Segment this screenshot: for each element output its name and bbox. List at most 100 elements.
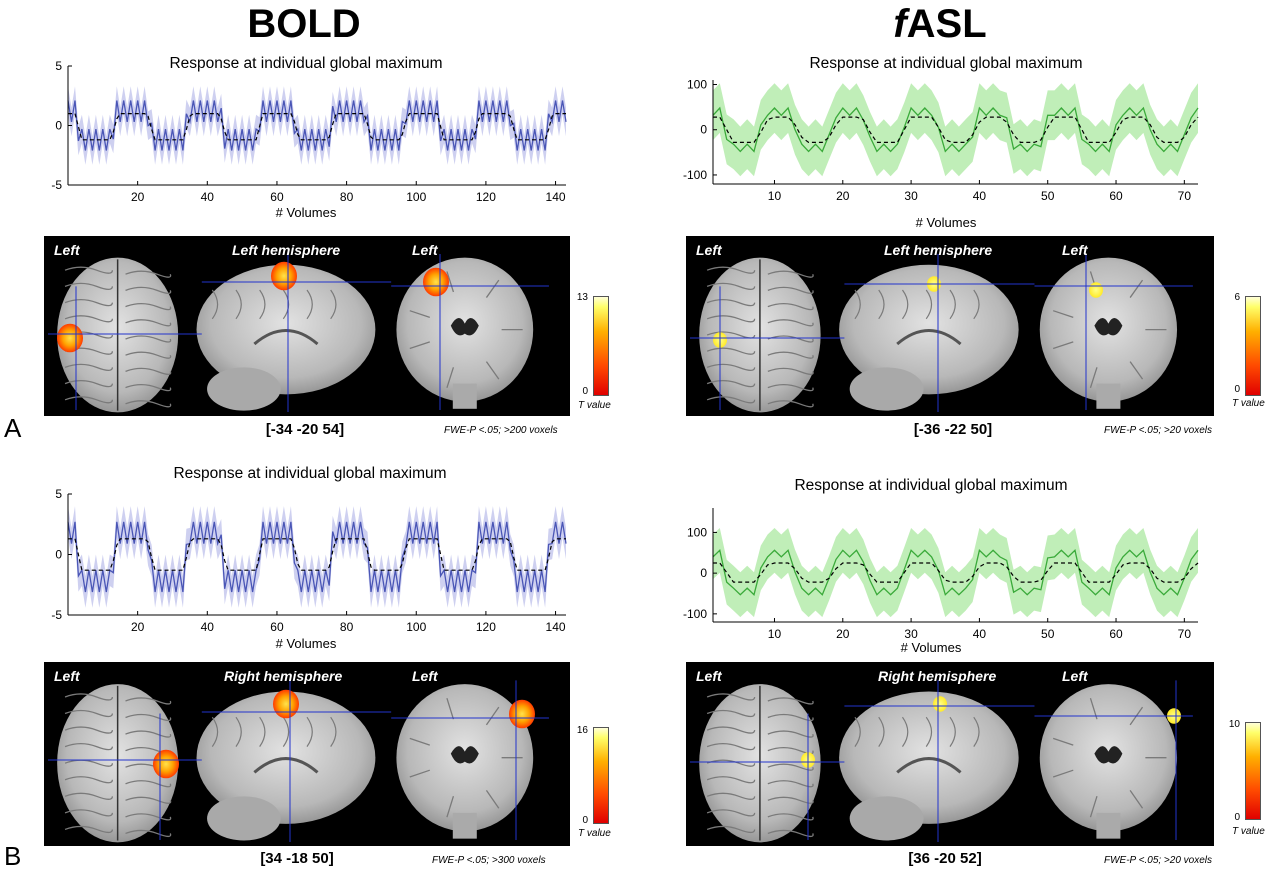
gyrus-line — [125, 813, 172, 821]
column-title-asl: ASL — [906, 2, 987, 46]
gyrus-line — [125, 302, 172, 311]
gyrus-line — [259, 289, 266, 320]
y-tick-label: -100 — [683, 607, 707, 621]
gyrus-line — [282, 289, 290, 320]
brain-label-axial-a-asl: Left — [696, 242, 722, 258]
gyrus-line — [446, 697, 455, 720]
x-tick-label: 140 — [546, 190, 566, 204]
brain-label-sagittal-b-bold: Right hemisphere — [224, 668, 343, 684]
mean-dashed-line — [68, 538, 566, 571]
fwe-a-asl: FWE-P <.05; >20 voxels — [1104, 425, 1213, 436]
gyrus-line — [409, 737, 430, 746]
plot-title: Response at individual global maximum — [809, 55, 1082, 72]
gyrus-line — [901, 289, 909, 320]
gyrus-line — [767, 319, 814, 327]
gyrus-line — [706, 792, 756, 800]
gyrus-line — [767, 400, 814, 408]
gyrus-line — [973, 716, 980, 747]
ventricles — [1094, 746, 1123, 764]
y-tick-label: -5 — [51, 178, 62, 192]
x-axis-label: # Volumes — [276, 636, 337, 651]
y-tick-label: 5 — [55, 487, 62, 501]
gyrus-line — [485, 361, 500, 380]
gyrus-line — [901, 716, 909, 747]
gyrus-line — [706, 809, 756, 817]
colorbar-min-b-bold: 0 — [582, 815, 588, 826]
gyrus-line — [330, 289, 337, 320]
confidence-band — [713, 83, 1198, 177]
x-tick-label: 10 — [768, 189, 782, 203]
colorbar-min-b-asl: 0 — [1234, 812, 1240, 823]
colorbar-label-b-bold: T value — [578, 828, 611, 839]
x-axis-label: # Volumes — [276, 205, 337, 220]
gyrus-line — [706, 742, 756, 751]
gyrus-line — [706, 282, 756, 291]
gyrus-line — [767, 780, 814, 788]
x-tick-label: 20 — [131, 190, 145, 204]
colorbar-b-asl — [1245, 722, 1261, 820]
gyrus-line — [64, 825, 114, 834]
gyrus-line — [64, 693, 114, 701]
x-tick-label: 50 — [1041, 189, 1055, 203]
gyrus-line — [706, 396, 756, 404]
gyrus-line — [854, 716, 861, 747]
panel-letter-a: A — [4, 413, 22, 443]
brain-label-coronal-a-bold: Left — [412, 242, 438, 258]
x-tick-label: 60 — [1109, 627, 1123, 641]
gyrus-line — [64, 759, 114, 767]
gyrus-line — [767, 335, 814, 343]
x-axis-label: # Volumes — [916, 215, 977, 230]
gyrus-line — [125, 335, 172, 343]
coords-a-bold: [-34 -20 54] — [265, 421, 345, 438]
ventricles — [450, 318, 479, 336]
gyrus-line — [330, 716, 337, 747]
gyrus-line — [767, 746, 814, 755]
gyrus-line — [125, 351, 172, 359]
x-tick-label: 70 — [1178, 627, 1192, 641]
gyrus-line — [706, 825, 756, 834]
colorbar-label-a-asl: T value — [1232, 398, 1265, 409]
brainstem — [1096, 383, 1121, 409]
gyrus-line — [767, 813, 814, 821]
gyrus-line — [767, 286, 814, 295]
gyrus-line — [125, 270, 172, 278]
brainstem — [452, 812, 477, 839]
gyrus-line — [706, 726, 756, 734]
activation-blob-coronal — [1089, 282, 1103, 298]
gyrus-line — [64, 396, 114, 404]
gyrus-line — [925, 716, 933, 747]
coords-b-bold: [34 -18 50] — [260, 850, 334, 867]
column-title-fasl: fASL — [860, 2, 1020, 46]
gyrus-line — [64, 379, 114, 388]
plot-title: Response at individual global maximum — [169, 55, 442, 72]
gyrus-line — [446, 367, 455, 389]
brain-label-sagittal-a-asl: Left hemisphere — [884, 242, 993, 258]
x-tick-label: 100 — [406, 620, 426, 634]
gyrus-line — [949, 289, 956, 320]
colorbar-max-a-asl: 6 — [1234, 292, 1240, 303]
plot-title: Response at individual global maximum — [794, 477, 1067, 494]
x-tick-label: 60 — [270, 620, 284, 634]
gyrus-line — [1089, 795, 1098, 818]
gyrus-line — [125, 796, 172, 804]
x-tick-label: 30 — [904, 627, 918, 641]
gyrus-line — [706, 776, 756, 784]
y-tick-label: -5 — [51, 608, 62, 622]
gyrus-line — [706, 759, 756, 767]
brain-label-axial-b-bold: Left — [54, 668, 80, 684]
fwe-a-bold: FWE-P <.05; >200 voxels — [444, 425, 558, 436]
gyrus-line — [306, 289, 313, 320]
gyrus-line — [446, 271, 455, 293]
gyrus-line — [64, 298, 114, 307]
mean-dashed-line — [713, 116, 1199, 143]
gyrus-line — [706, 379, 756, 388]
x-tick-label: 50 — [1041, 627, 1055, 641]
y-tick-label: 0 — [700, 123, 707, 137]
brain-label-sagittal-a-bold: Left hemisphere — [232, 242, 341, 258]
gyrus-line — [235, 716, 242, 747]
brainstem — [1096, 812, 1121, 839]
confidence-band — [68, 506, 566, 608]
